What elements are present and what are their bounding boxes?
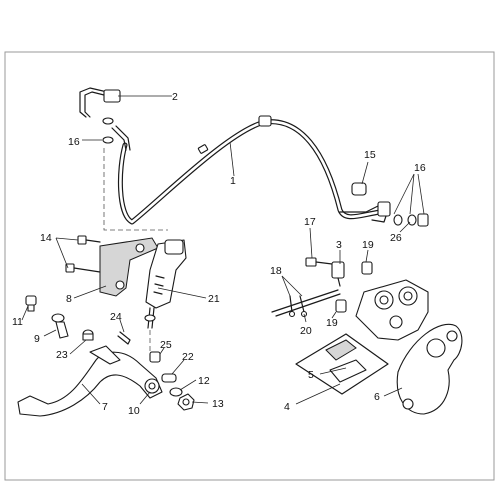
callout-26: 26 [390, 232, 402, 244]
dash-line-hose-to-cylinder [103, 148, 168, 231]
bolt-14-upper [77, 235, 101, 245]
washer-22 [161, 373, 177, 383]
callout-17: 17 [304, 216, 316, 228]
callout-14: 14 [40, 232, 52, 244]
bolt-11 [25, 295, 37, 312]
leader-lines [21, 95, 425, 405]
callout-22: 22 [182, 351, 194, 363]
callout-21: 21 [208, 293, 220, 305]
bushing-23 [82, 329, 94, 341]
washer-12 [169, 387, 183, 397]
diagram-frame [4, 51, 495, 481]
callout-5: 5 [308, 369, 314, 381]
callout-20: 20 [300, 325, 312, 337]
callout-labels: 2 16 1 15 16 14 17 3 19 26 18 8 21 11 9 … [12, 91, 426, 417]
callout-19: 19 [326, 317, 338, 329]
callout-16: 16 [68, 136, 80, 148]
brake-caliper [355, 279, 429, 341]
callout-6: 6 [374, 391, 380, 403]
bleed-valve-3 [331, 261, 345, 287]
pin-9 [51, 313, 69, 339]
bolt-19-lower [335, 299, 347, 313]
callout-12: 12 [198, 375, 210, 387]
callout-13: 13 [212, 398, 224, 410]
bolt-19-upper [361, 261, 373, 275]
callout-10: 10 [128, 405, 140, 417]
callout-16: 16 [414, 162, 426, 174]
callout-9: 9 [34, 333, 40, 345]
master-cylinder [144, 239, 187, 329]
pin-25 [149, 351, 161, 363]
callout-1: 1 [230, 175, 236, 187]
mounting-bracket [99, 237, 159, 297]
banjo-fitting-top [79, 87, 131, 151]
callout-25: 25 [160, 339, 172, 351]
nut-13 [177, 393, 195, 411]
brake-pedal [17, 345, 163, 417]
callout-3: 3 [336, 239, 342, 251]
callout-19: 19 [362, 239, 374, 251]
banjo-fitting-caliper-end [339, 182, 429, 227]
callout-15: 15 [364, 149, 376, 161]
callout-7: 7 [102, 401, 108, 413]
bolt-14-lower [65, 263, 101, 273]
bolt-17 [305, 257, 333, 267]
callout-4: 4 [284, 401, 290, 413]
callout-8: 8 [66, 293, 72, 305]
pins-18 [271, 289, 341, 318]
callout-11: 11 [12, 316, 23, 328]
callout-24: 24 [110, 311, 122, 323]
split-pin-24 [117, 331, 131, 345]
pads-group-box [295, 333, 389, 395]
caliper-bracket-6 [396, 323, 463, 415]
callout-2: 2 [172, 91, 178, 103]
brake-pads [325, 339, 367, 383]
callout-18: 18 [270, 265, 282, 277]
brake-hose [117, 115, 383, 225]
callout-23: 23 [56, 349, 68, 361]
